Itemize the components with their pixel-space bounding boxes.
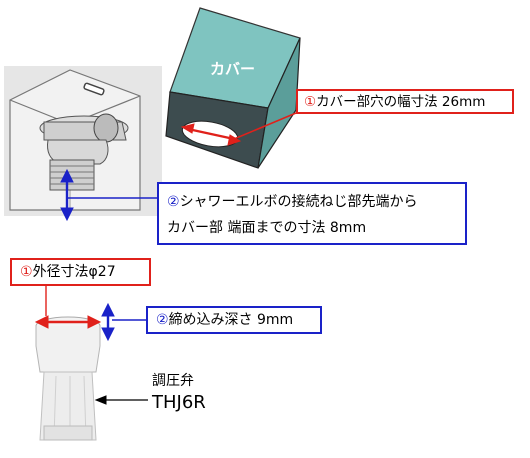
callout-number: ② xyxy=(167,194,180,210)
cover-part xyxy=(165,7,301,169)
cover-label: カバー xyxy=(210,60,256,78)
callout-unit: mm xyxy=(265,312,294,328)
callout-number: ② xyxy=(156,312,169,328)
valve-name-label: 調圧弁 xyxy=(152,373,194,389)
outer-diameter-callout: ①外径寸法φ27 xyxy=(10,258,151,286)
tighten-depth-arrow xyxy=(101,302,146,342)
callout-number: ① xyxy=(304,94,317,110)
cover-hole-width-callout: ①カバー部穴の幅寸法 26mm xyxy=(296,89,514,114)
callout-number: ① xyxy=(20,264,33,280)
thread-depth-arrow xyxy=(60,168,157,222)
tighten-depth-callout: ②締め込み深さ 9mm xyxy=(146,306,322,334)
callout-text: 外径寸法φ27 xyxy=(32,264,116,280)
valve-model-label: THJ6R xyxy=(152,392,206,413)
callout-unit: mm xyxy=(459,94,486,110)
pressure-valve-photo xyxy=(35,316,101,441)
callout-line1: シャワーエルボの接続ねじ部先端から xyxy=(179,194,418,210)
thread-to-cover-callout: ②シャワーエルボの接続ねじ部先端から カバー部 端面までの寸法 8mm xyxy=(157,182,467,245)
valve-pointer-arrow xyxy=(94,395,148,405)
callout-line2: カバー部 端面までの寸法 8mm xyxy=(167,220,367,236)
faucet-cutaway-photo xyxy=(4,66,162,216)
outer-diameter-arrow xyxy=(34,286,102,329)
callout-text: 締め込み深さ 9 xyxy=(168,312,266,328)
cover-hole-width-arrow xyxy=(180,112,297,146)
callout-text: カバー部穴の幅寸法 26 xyxy=(316,94,460,110)
